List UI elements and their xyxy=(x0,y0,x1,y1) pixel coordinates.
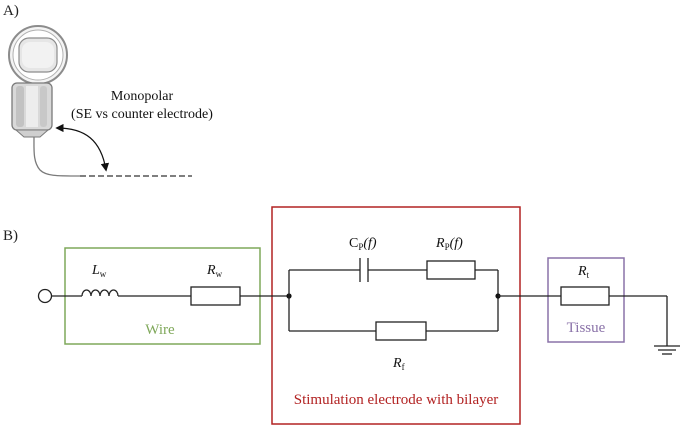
electrode-illustration xyxy=(8,25,81,177)
ground-icon xyxy=(654,296,680,355)
tissue-box-title: Tissue xyxy=(567,320,606,336)
tissue-resistor-symbol xyxy=(560,286,610,306)
annotation-monopolar: Monopolar xyxy=(111,89,174,104)
faradaic-resistor-label: Rf xyxy=(392,356,405,372)
faradaic-resistor-symbol xyxy=(375,321,427,341)
electrode-box-title: Stimulation electrode with bilayer xyxy=(294,392,499,408)
inductor-label: Lw xyxy=(91,263,107,279)
electrode-box xyxy=(271,206,521,425)
polarization-resistor-symbol xyxy=(426,260,476,280)
circuit xyxy=(37,258,680,355)
panel-a-label: A) xyxy=(3,3,19,19)
wire-resistor-symbol xyxy=(190,286,241,306)
capacitor-label: CP(f) xyxy=(349,236,377,252)
wire-resistor-label: Rw xyxy=(206,263,223,279)
annotation-se-vs-counter: (SE vs counter electrode) xyxy=(71,107,213,122)
inductor-symbol xyxy=(81,289,119,297)
double-arrow xyxy=(55,123,110,172)
panel-b-label: B) xyxy=(3,228,18,244)
tissue-box xyxy=(547,257,625,343)
input-terminal xyxy=(37,288,53,304)
tissue-resistor-label: Rt xyxy=(577,264,590,280)
polarization-resistor-label: RP(f) xyxy=(435,236,463,252)
wire-box-title: Wire xyxy=(145,322,175,338)
